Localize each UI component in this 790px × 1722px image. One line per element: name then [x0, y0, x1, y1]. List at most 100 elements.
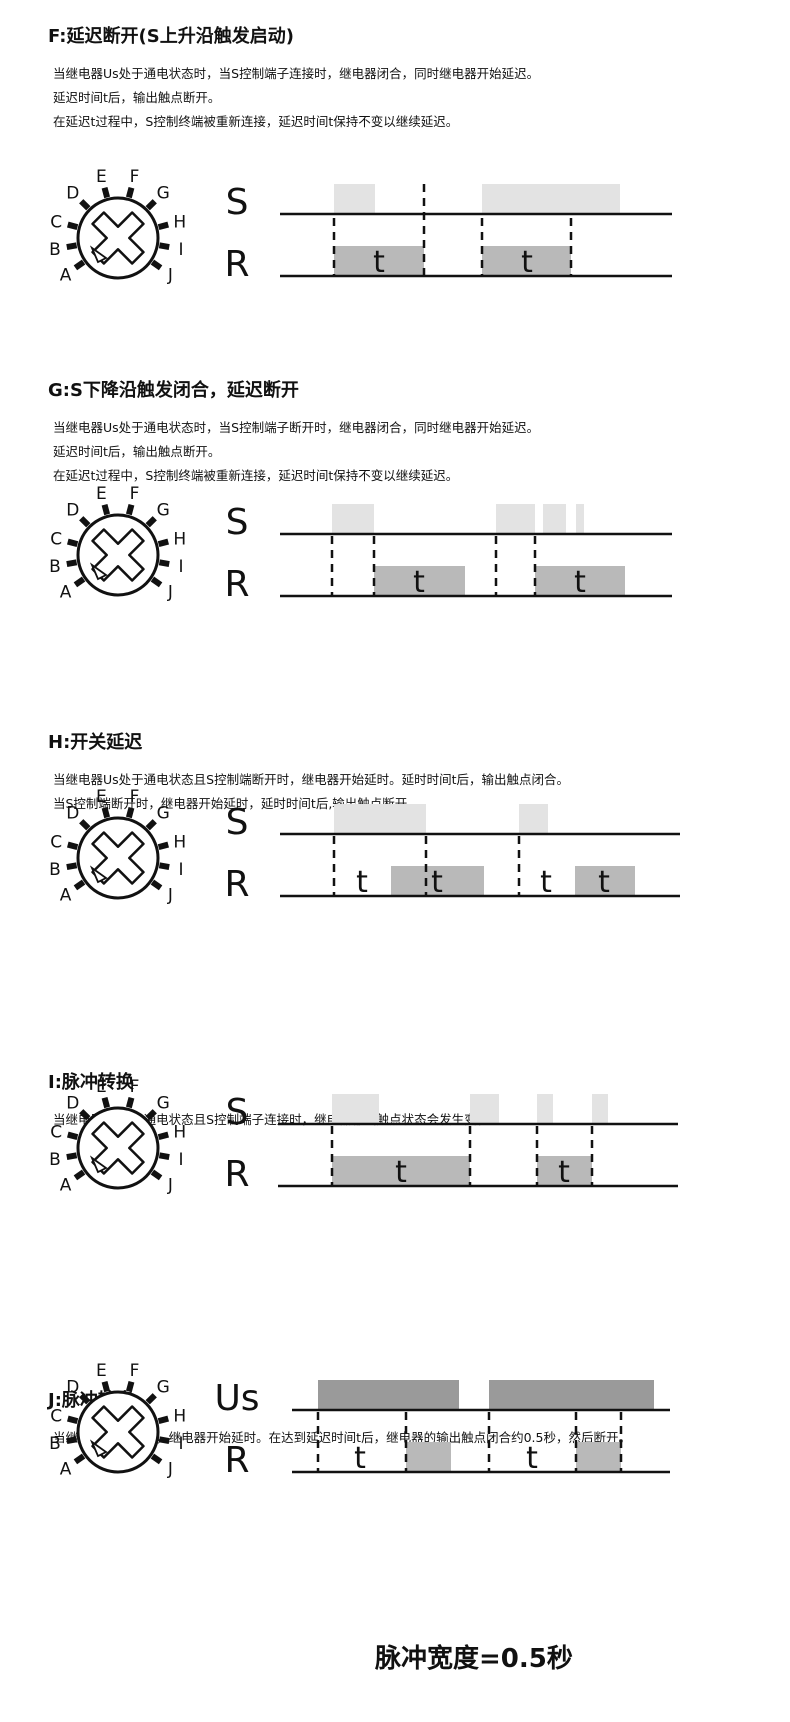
dial-label: F	[130, 787, 140, 807]
dial-label: B	[49, 1434, 61, 1454]
dial-label: I	[179, 1150, 184, 1170]
delay-t-label: t	[354, 1441, 366, 1476]
dial-cross-knob	[91, 528, 145, 582]
signal-label-bottom: R	[224, 1440, 249, 1481]
dial-label: F	[130, 484, 140, 504]
signal-pulse	[496, 504, 535, 534]
section-description: 当继电器Us处于通电状态时，当S控制端子连接时，继电器闭合，同时继电器开始延迟。…	[53, 62, 539, 134]
dial-tick	[79, 516, 91, 528]
signal-label-bottom: R	[224, 244, 249, 285]
dial-tick	[66, 221, 79, 231]
delay-t-label: t	[356, 865, 368, 900]
dial-tick	[157, 221, 170, 231]
delay-t-label: t	[540, 865, 552, 900]
dial-label: I	[179, 240, 184, 260]
signal-label-bottom: R	[224, 864, 249, 905]
signal-pulse	[537, 1094, 553, 1124]
dial-label: G	[157, 184, 170, 204]
output-pulse	[482, 246, 571, 276]
dial-label: B	[49, 240, 61, 260]
output-pulse	[391, 866, 484, 896]
output-pulse	[575, 866, 635, 896]
dial-tick	[101, 186, 111, 199]
signal-label-bottom: R	[224, 564, 249, 605]
dial-tick	[150, 259, 163, 271]
dial-tick	[158, 559, 170, 567]
dial-pointer	[89, 245, 108, 264]
dial-pointer	[89, 1155, 108, 1174]
dial-label: E	[96, 1361, 107, 1381]
dial-tick	[73, 1169, 86, 1181]
dial-label: D	[66, 1378, 79, 1398]
dial-label: A	[60, 1460, 72, 1480]
dial-tick	[125, 503, 135, 516]
cross-shape	[91, 1405, 145, 1459]
output-pulse	[535, 566, 625, 596]
section-title: G:S下降沿触发闭合，延迟断开	[48, 380, 299, 401]
dial-label: J	[167, 1176, 173, 1196]
output-pulse	[576, 1442, 621, 1472]
dial-label: G	[157, 1094, 170, 1114]
dial-label: A	[60, 1176, 72, 1196]
signal-label-top: Us	[214, 1378, 259, 1419]
dial-tick	[125, 806, 135, 819]
signal-label-top: S	[226, 182, 249, 223]
delay-t-label: t	[558, 1155, 570, 1190]
dial-tick	[66, 242, 78, 250]
dial-cross-knob	[91, 1121, 145, 1175]
dial-tick	[158, 862, 170, 870]
dial-tick	[158, 1436, 170, 1444]
dial-pointer	[89, 865, 108, 884]
output-pulse	[332, 1156, 470, 1186]
cross-shape	[91, 528, 145, 582]
section-title: I:脉冲转换	[48, 1072, 134, 1093]
signal-pulse	[334, 804, 426, 834]
delay-t-label: t	[574, 565, 586, 600]
signal-pulse	[519, 804, 548, 834]
dial-tick	[73, 259, 86, 271]
description-line: 延迟时间t后，输出触点断开。	[53, 90, 221, 105]
dial-label: D	[66, 501, 79, 521]
dial-label: F	[130, 167, 140, 187]
delay-t-label: t	[521, 245, 533, 280]
delay-t-label: t	[598, 865, 610, 900]
description-line: 当继电器Us处于通电状态且S控制端断开时，继电器开始延时。延时时间t后，输出触点…	[53, 772, 569, 787]
dial-label: E	[96, 167, 107, 187]
dial-label: H	[173, 1122, 186, 1142]
description-line: 延迟时间t后，输出触点断开。	[53, 444, 221, 459]
description-line: 当S控制端断开时，继电器开始延时，延时时间t后,输出触点断开。	[53, 796, 420, 811]
dial-label: G	[157, 501, 170, 521]
dial-tick	[101, 1380, 111, 1393]
dial-label: E	[96, 484, 107, 504]
signal-label-top: S	[226, 802, 249, 843]
dial-label: A	[60, 583, 72, 603]
pulse-width-label: 脉冲宽度=0.5秒	[375, 1644, 573, 1674]
description-line: 在延迟t过程中，S控制终端被重新连接，延迟时间t保持不变以继续延迟。	[53, 468, 459, 483]
dial-tick	[66, 538, 79, 548]
cross-shape	[91, 1121, 145, 1175]
signal-pulse	[470, 1094, 499, 1124]
dial-label: F	[130, 1361, 140, 1381]
dial-tick	[101, 503, 111, 516]
dial-pointer	[89, 562, 108, 581]
dial-tick	[145, 199, 157, 211]
dial-tick	[66, 1131, 79, 1141]
signal-label-bottom: R	[224, 1154, 249, 1195]
dial-tick	[145, 1393, 157, 1405]
dial-tick	[79, 199, 91, 211]
dial-label: B	[49, 860, 61, 880]
dial-cross-knob	[91, 831, 145, 885]
output-pulse	[537, 1156, 592, 1186]
dial-tick	[66, 1415, 79, 1425]
dial-cross-knob	[91, 1405, 145, 1459]
dial-tick	[79, 1393, 91, 1405]
dial-cross-knob	[91, 211, 145, 265]
cross-shape	[91, 831, 145, 885]
dial-label: J	[167, 1460, 173, 1480]
dial-label: B	[49, 1150, 61, 1170]
dial-label: D	[66, 184, 79, 204]
